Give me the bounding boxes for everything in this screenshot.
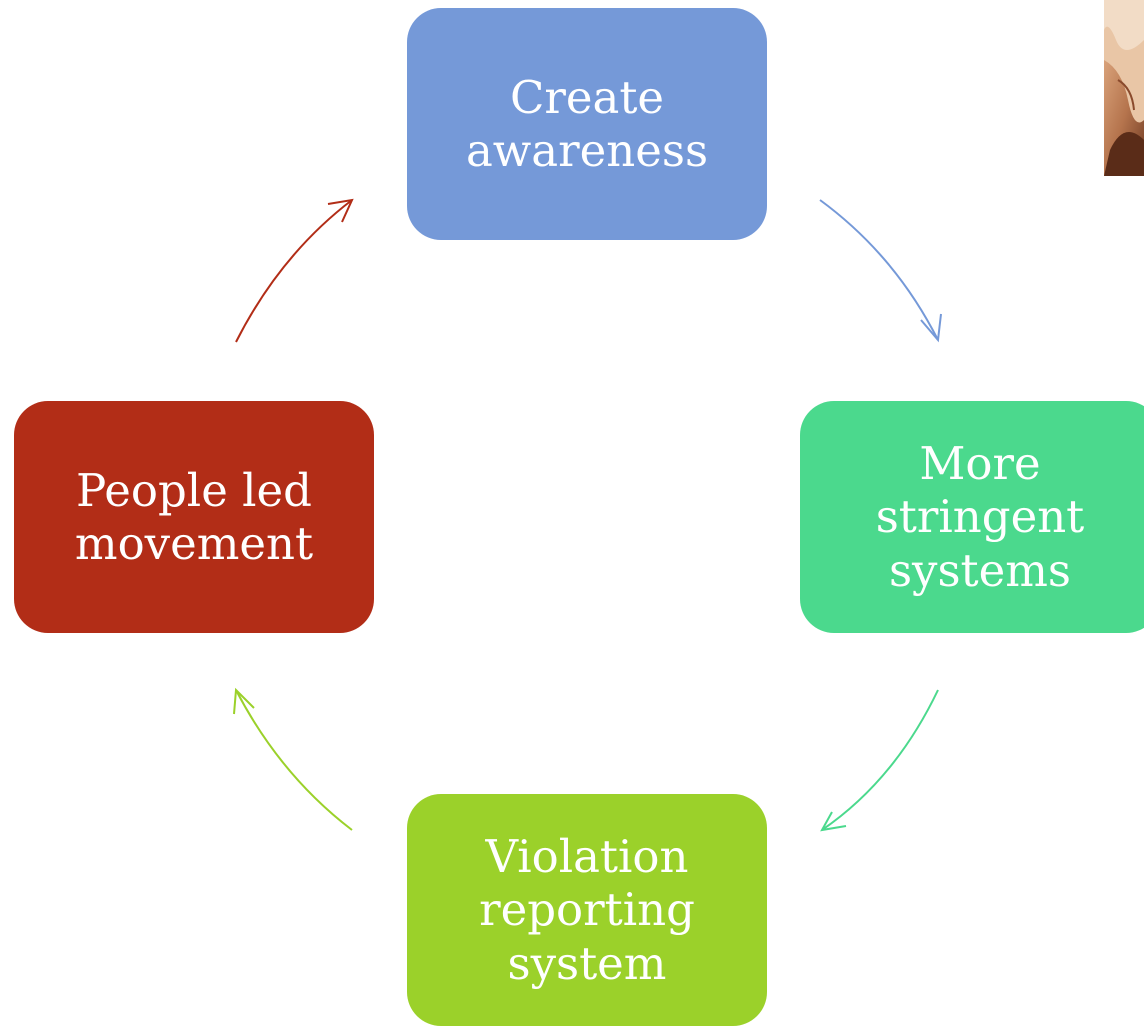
- node-violation-reporting-system-line-2: reporting: [479, 883, 695, 937]
- arrow-bottom-to-left: [233, 687, 353, 831]
- arrow-left-to-top: [235, 198, 354, 343]
- node-violation-reporting-system-line-3: system: [507, 936, 667, 990]
- node-people-led-movement-line-2: movement: [74, 517, 314, 570]
- node-more-stringent-systems-label: More stringent systems: [876, 437, 1085, 596]
- photo-fragment-image: [1104, 0, 1144, 176]
- arrow-right-to-bottom: [820, 689, 939, 832]
- node-create-awareness: Create awareness: [407, 8, 767, 240]
- node-more-stringent-systems-line-2: stringent: [875, 490, 1085, 544]
- node-violation-reporting-system-label: Violation reporting system: [479, 830, 695, 989]
- arrow-top-to-right-head: [920, 313, 942, 343]
- node-create-awareness-line-1: Create: [509, 70, 665, 124]
- arrow-top-to-right: [819, 199, 942, 343]
- node-create-awareness-line-2: awareness: [465, 124, 709, 177]
- arrow-bottom-to-left-head: [233, 687, 255, 715]
- arrow-left-to-top-head: [327, 198, 354, 223]
- node-people-led-movement-label: People led movement: [75, 464, 313, 570]
- arrow-top-to-right-line: [819, 199, 939, 341]
- node-violation-reporting-system: Violation reporting system: [407, 794, 767, 1026]
- arrow-right-to-bottom-head: [820, 811, 847, 832]
- photo-fragment: [1104, 0, 1144, 176]
- node-people-led-movement-line-1: People led: [76, 463, 312, 517]
- arrow-right-to-bottom-line: [821, 689, 939, 831]
- node-violation-reporting-system-line-1: Violation: [485, 830, 689, 884]
- node-more-stringent-systems: More stringent systems: [800, 401, 1144, 633]
- node-more-stringent-systems-line-1: More: [919, 437, 1041, 491]
- arrow-left-to-top-line: [235, 199, 353, 343]
- arrow-bottom-to-left-line: [235, 689, 353, 831]
- node-more-stringent-systems-line-3: systems: [888, 543, 1072, 597]
- node-create-awareness-label: Create awareness: [466, 71, 708, 177]
- node-people-led-movement: People led movement: [14, 401, 374, 633]
